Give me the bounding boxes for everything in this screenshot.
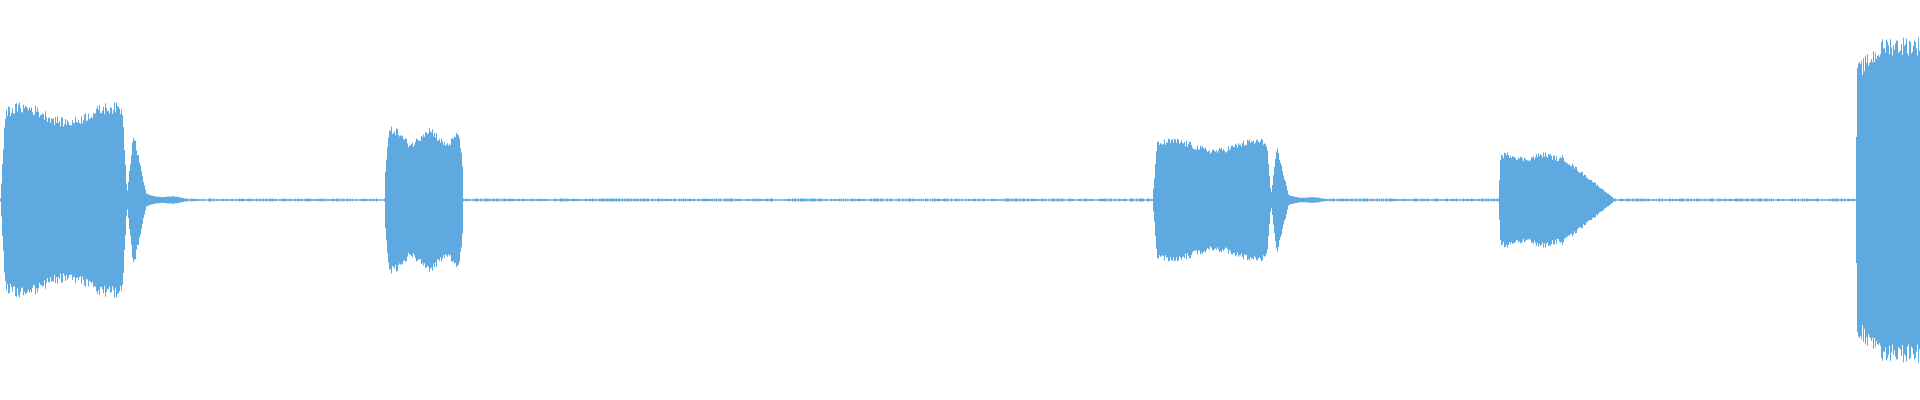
waveform-amplitude-columns <box>0 37 1920 363</box>
